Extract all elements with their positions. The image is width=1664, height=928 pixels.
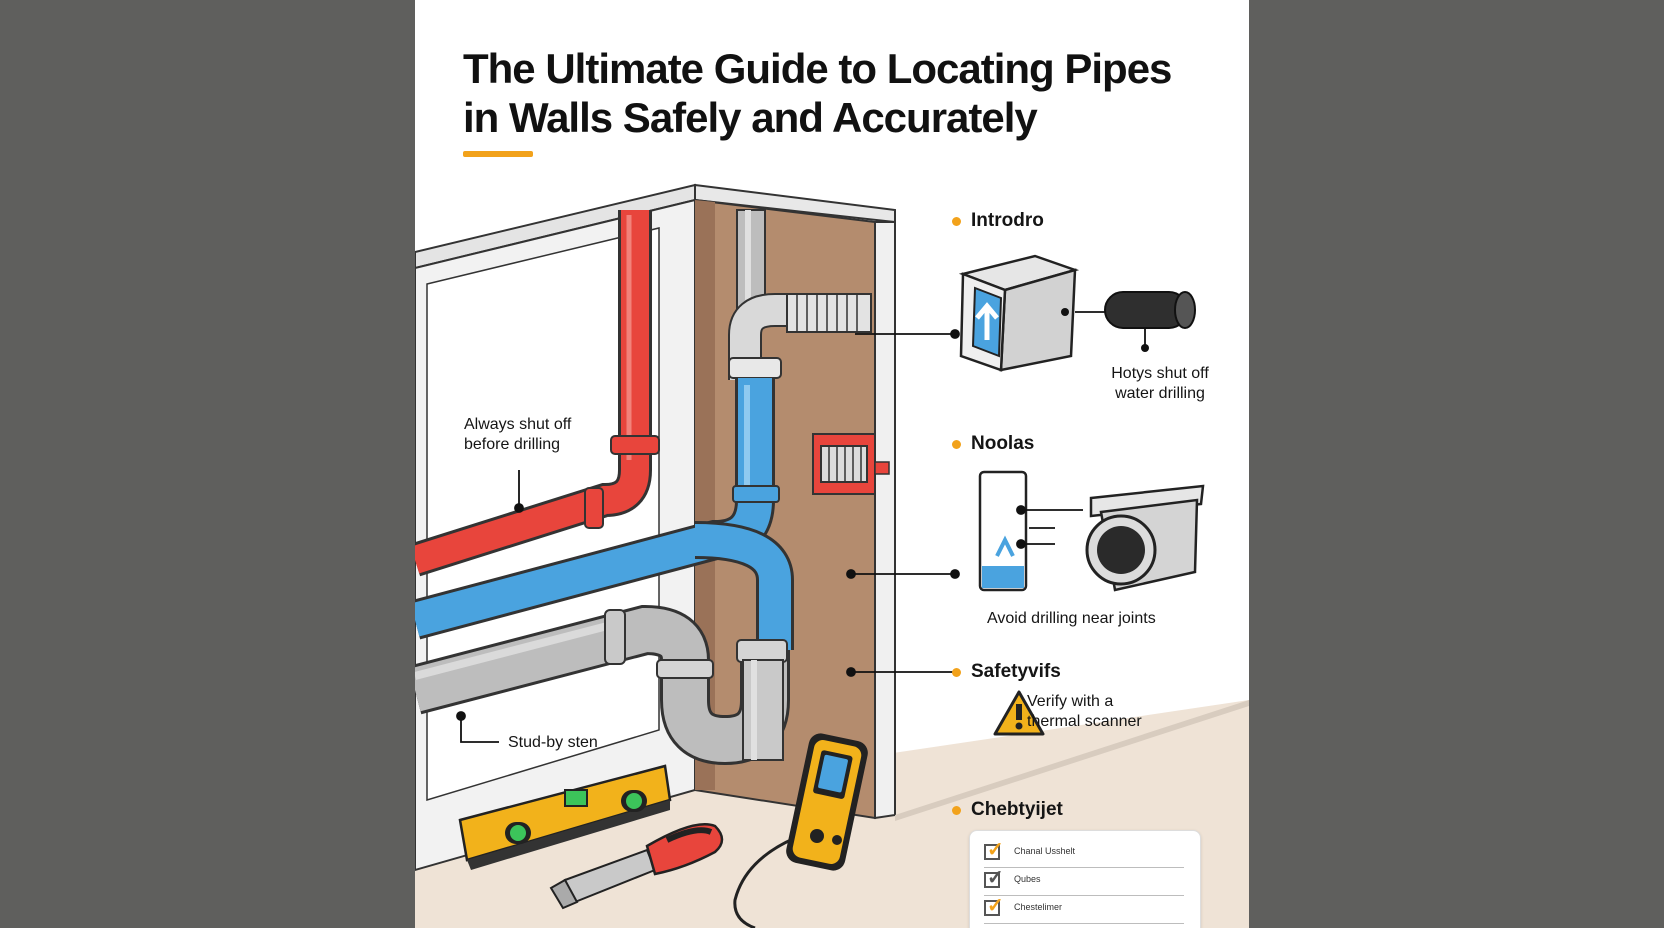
title-underline xyxy=(463,151,533,157)
wall-pipes-illustration xyxy=(415,183,1249,928)
section-2-caption: Avoid drilling near joints xyxy=(987,610,1156,627)
section-heading-introdro: Introdro xyxy=(971,210,1044,231)
access-panel-icon xyxy=(958,254,1105,372)
section-heading-safety: Safetyvifs xyxy=(971,661,1061,682)
callout-shut-off: Always shut off before drilling xyxy=(464,416,572,453)
checklist-item[interactable]: ✓ Chanal Usshelt xyxy=(984,839,1184,868)
warning-icon xyxy=(993,690,1045,736)
right-wall-edge xyxy=(874,221,896,820)
screwdriver-icon xyxy=(549,822,724,910)
callout-stud: Stud-by sten xyxy=(508,734,598,751)
multimeter-icon xyxy=(733,733,868,928)
title-line-2: in Walls Safely and Accurately xyxy=(463,94,1038,141)
checklist-card: ✓ Chanal Usshelt ✓ Qubes ✓ Chestelimer xyxy=(969,830,1201,928)
spirit-level-icon xyxy=(458,764,672,870)
section-heading-noolas: Noolas xyxy=(971,433,1035,454)
checklist-item-label: Chestelimer xyxy=(1014,902,1063,912)
checkbox[interactable]: ✓ xyxy=(984,868,1004,888)
section-heading-checklist: Chebtyijet xyxy=(971,799,1063,820)
checkmark-icon: ✓ xyxy=(987,867,1004,889)
infographic-poster: The Ultimate Guide to Locating Pipes in … xyxy=(415,0,1249,928)
pipe-camera-icon xyxy=(1104,291,1196,352)
section-3-caption: Verify with a thermal scanner xyxy=(1027,693,1142,730)
section-bullet xyxy=(952,806,961,815)
pipe-fitting-icon xyxy=(1085,484,1205,592)
checkbox[interactable]: ✓ xyxy=(984,840,1004,860)
checklist-item-label: Qubes xyxy=(1014,874,1041,884)
checkmark-icon: ✓ xyxy=(987,839,1004,861)
checklist-item[interactable]: ✓ Qubes xyxy=(984,867,1184,896)
checklist-item[interactable]: ✓ Chestelimer xyxy=(984,895,1184,924)
title-line-1: The Ultimate Guide to Locating Pipes xyxy=(463,45,1172,92)
section-bullet xyxy=(952,217,961,226)
stud-finder-icon xyxy=(978,470,1083,592)
page-title: The Ultimate Guide to Locating Pipes in … xyxy=(463,44,1183,142)
section-1-caption: Hotys shut off water drilling xyxy=(1111,365,1209,402)
section-bullet xyxy=(952,668,961,677)
checklist-item-label: Chanal Usshelt xyxy=(1014,846,1076,856)
checkmark-icon: ✓ xyxy=(987,895,1004,917)
section-bullet xyxy=(952,440,961,449)
checkbox[interactable]: ✓ xyxy=(984,896,1004,916)
